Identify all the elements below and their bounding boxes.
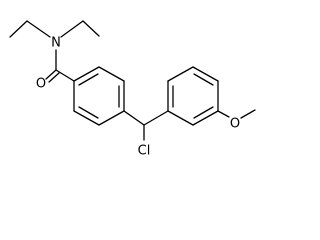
bond xyxy=(26,20,51,38)
chlorine-label: Cl xyxy=(138,144,151,159)
bond xyxy=(192,110,219,126)
bond xyxy=(192,66,219,82)
bond xyxy=(193,106,214,119)
nitrogen-label: N xyxy=(51,36,61,51)
methoxy-group xyxy=(217,109,256,119)
carbonyl-oxygen-label: O xyxy=(36,77,46,92)
chloromethine-group xyxy=(123,110,169,141)
bond xyxy=(167,110,194,126)
benzene-ring-left xyxy=(73,66,125,126)
n-ethyl-groups xyxy=(9,20,100,38)
bond xyxy=(48,72,60,83)
bond xyxy=(98,110,125,126)
methoxy-oxygen-label: O xyxy=(230,117,240,132)
bond xyxy=(78,106,99,119)
chemical-structure-diagram: N O Cl O xyxy=(9,20,256,159)
bond xyxy=(73,66,100,82)
bond xyxy=(78,73,99,86)
benzene-ring-right xyxy=(167,66,219,126)
amide-group xyxy=(45,49,75,83)
bond xyxy=(9,20,28,38)
bond xyxy=(193,73,214,86)
bond xyxy=(98,66,125,82)
bond xyxy=(167,66,194,82)
bond xyxy=(143,110,169,126)
bond xyxy=(240,109,256,119)
bond xyxy=(73,110,100,126)
bond xyxy=(123,110,145,126)
bond xyxy=(217,110,230,118)
bond xyxy=(55,69,75,82)
bond xyxy=(60,20,84,38)
bond xyxy=(82,20,100,37)
bond xyxy=(45,69,57,80)
